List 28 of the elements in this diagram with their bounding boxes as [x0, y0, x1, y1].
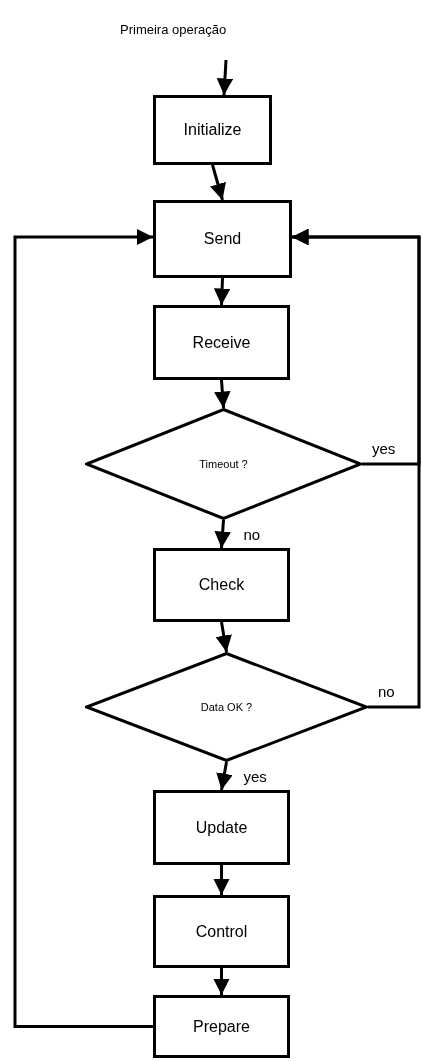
- process-box: [153, 895, 290, 968]
- arrow: [214, 519, 231, 549]
- arrow: [213, 277, 231, 306]
- decision-text: Timeout ?: [199, 456, 248, 472]
- process-box: [153, 790, 290, 865]
- arrow: [213, 865, 230, 895]
- process-box: [153, 200, 292, 278]
- process-box: [153, 995, 290, 1058]
- process-box: [153, 305, 290, 380]
- process-label: Receive: [192, 332, 251, 353]
- arrow: [215, 621, 232, 653]
- process-label: Update: [195, 817, 248, 838]
- process-label: Control: [195, 921, 248, 942]
- arrow: [216, 761, 233, 791]
- decision-text: Data OK ?: [200, 699, 253, 715]
- process-box: [153, 548, 290, 622]
- arrow: [292, 228, 421, 709]
- process-label: Send: [203, 229, 242, 249]
- process-label: Initialize: [183, 120, 242, 140]
- arrow: [216, 59, 234, 96]
- arrow: [214, 379, 231, 409]
- arrow: [210, 164, 226, 201]
- process-label: Prepare: [193, 1016, 250, 1037]
- arrow: [213, 968, 230, 995]
- arrow: [13, 228, 153, 1028]
- process-label: Check: [198, 575, 245, 595]
- title: Primeira operação: [120, 21, 227, 39]
- process-box: [153, 95, 272, 165]
